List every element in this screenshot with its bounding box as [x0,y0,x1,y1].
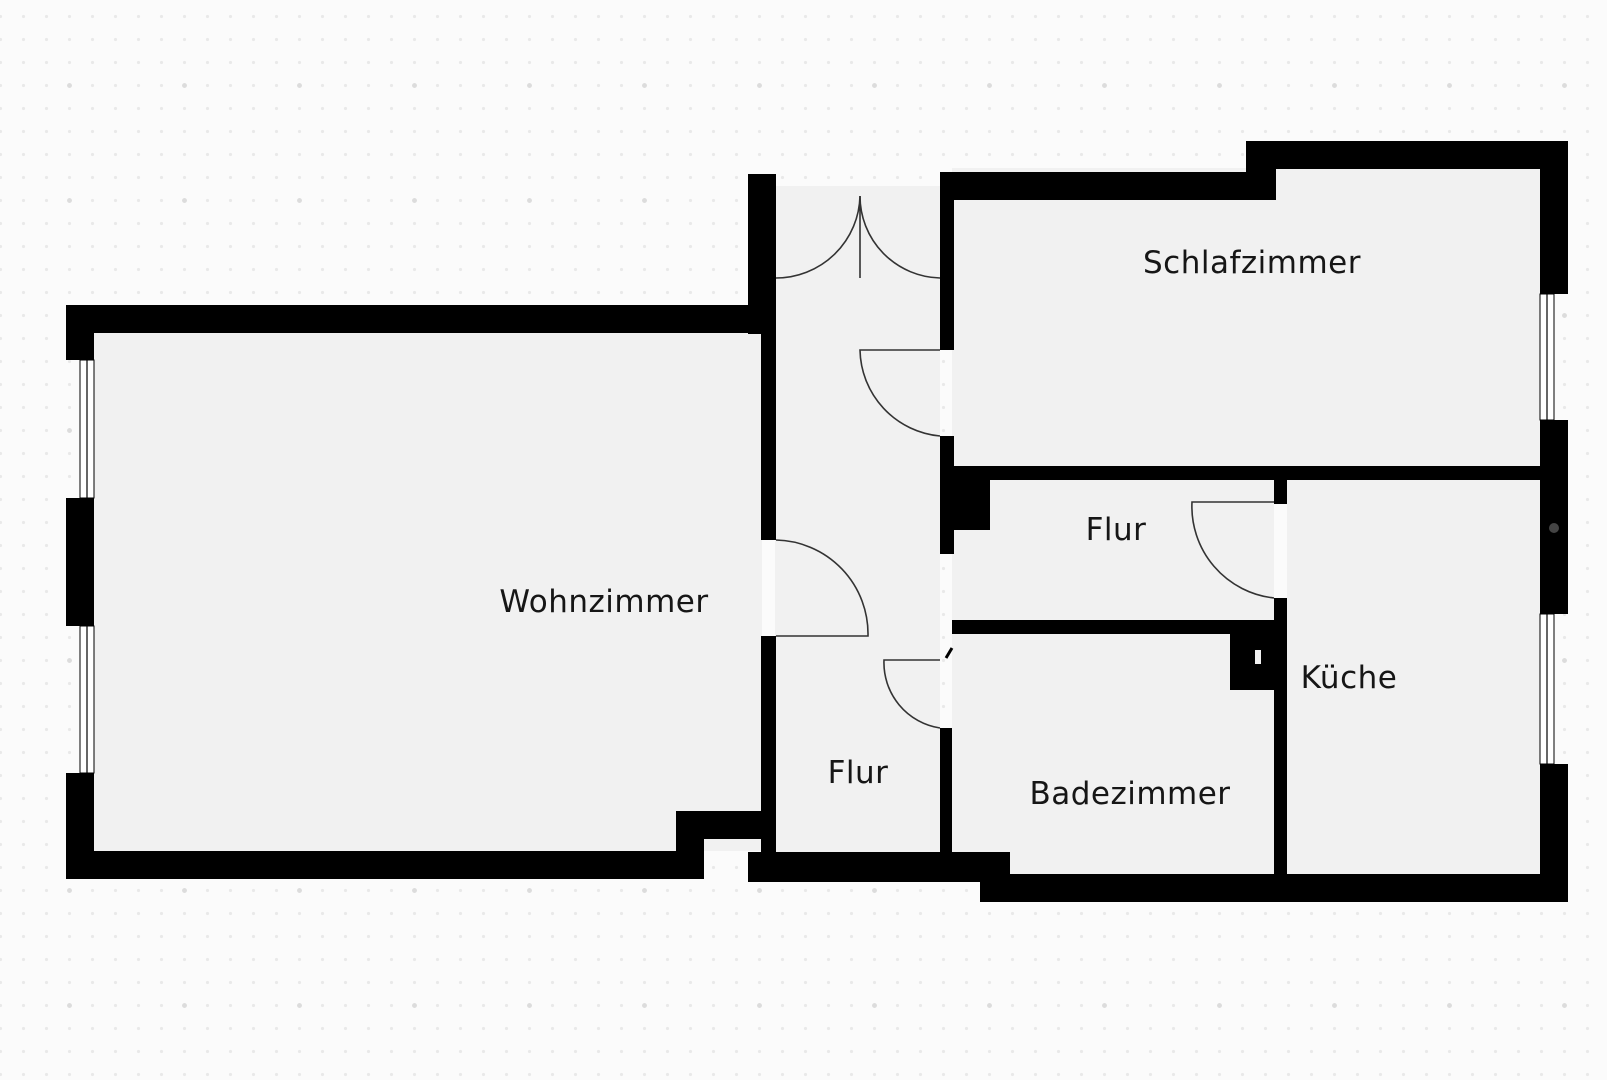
label-wohnzimmer: Wohnzimmer [499,584,708,620]
wall-corridor-right-low [940,728,952,856]
wall-bottom-step [980,852,1010,902]
door-entrance-right [859,195,941,279]
floor-wohnzimmer [94,333,762,851]
floors [94,168,1540,874]
wall-right-2 [1540,420,1568,614]
wall-bad-shaft [1230,634,1274,690]
label-kueche: Küche [1301,660,1398,696]
wall-bottom-right [980,874,1568,902]
floor-kueche [1287,480,1540,874]
door-bad-jamb [944,647,954,659]
wall-corridor-left-top [748,174,776,334]
floor-badezimmer [952,634,1274,874]
door-schlafzimmer [859,349,941,437]
wall-flur-left-block [940,466,990,530]
wall-wohnzimmer-left-2 [66,498,94,626]
wall-schlafzimmer-top-right [1246,141,1568,169]
wall-fixture [1549,523,1559,533]
wall-corridor-right-top [940,172,954,350]
wall-kueche-left-top [1274,466,1287,504]
door-entrance-left [775,195,861,279]
label-flur-upper: Flur [1086,512,1147,548]
wall-corridor-left-low [761,636,776,856]
wall-wohnzimmer-left-1 [66,305,94,360]
floor-schlafzimmer [952,168,1540,466]
wall-corridor-left-mid [761,333,776,540]
door-wohnzimmer [775,539,869,637]
door-kueche [1191,501,1275,599]
label-badezimmer: Badezimmer [1029,776,1230,812]
label-flur-lower: Flur [828,755,889,791]
wall-kueche-left-low [1274,598,1287,876]
doors [775,195,1275,729]
door-flur-lower [883,659,941,729]
label-schlafzimmer: Schlafzimmer [1143,245,1361,281]
wall-wohnzimmer-top [66,305,776,333]
wall-bad-top [952,620,1287,634]
wall-corridor-bottom-left [748,852,980,882]
wall-wohnzimmer-notch-h [676,811,762,839]
floor-entrance [775,186,940,856]
wall-right-1 [1540,141,1568,294]
window-lines [86,294,1548,773]
walls [66,141,1568,902]
wall-schlafzimmer-top-left [940,172,1276,200]
wall-schlafzimmer-bottom [940,466,1540,480]
floor-flur-upper [952,480,1274,620]
wall-wohnzimmer-bottom [66,851,704,879]
shaft-opening [1255,650,1261,664]
